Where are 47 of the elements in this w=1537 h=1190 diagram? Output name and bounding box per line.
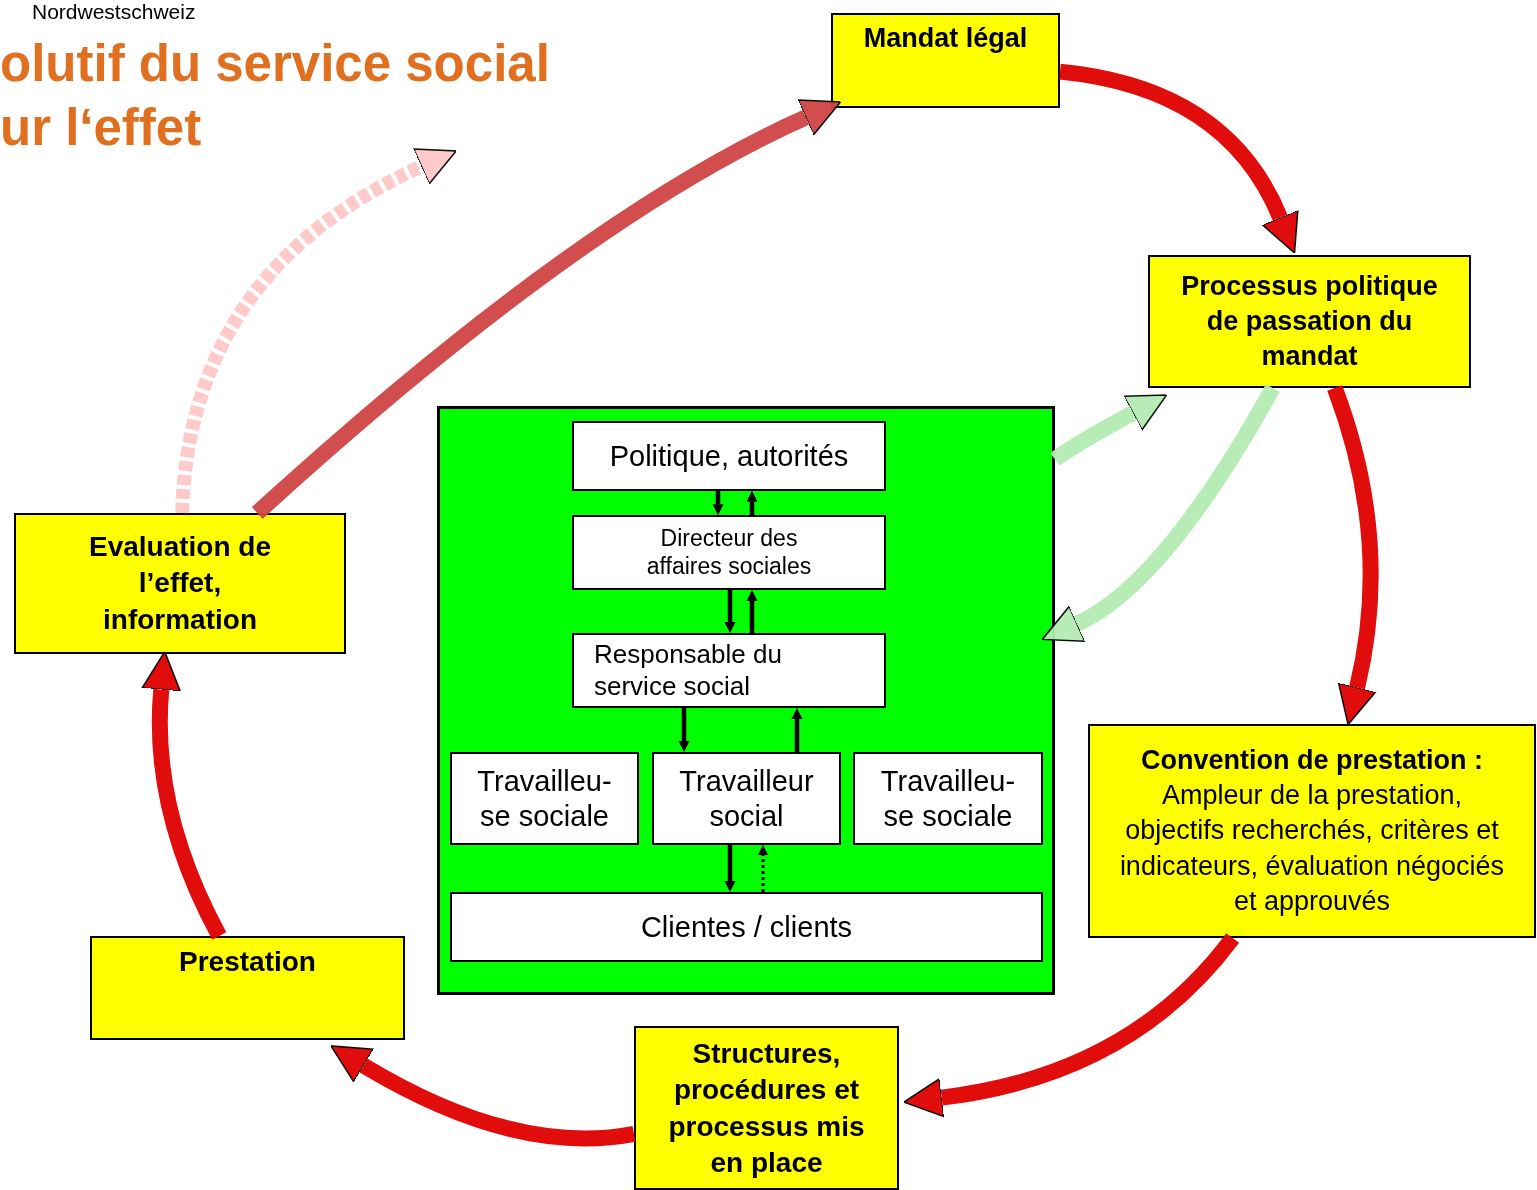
institution-name: Nordwestschweiz <box>32 0 196 24</box>
stage-heading: Convention de prestation : <box>1141 744 1483 778</box>
organization-panel <box>437 406 1055 995</box>
role-box <box>853 752 1043 845</box>
arrow <box>678 708 690 752</box>
stage-box <box>634 1026 899 1190</box>
stage-heading: Processus politique de passation du mandat <box>1180 269 1439 374</box>
role-label: Travailleu-se sociale <box>476 763 613 834</box>
curved-arrow <box>1327 385 1379 726</box>
title: olutif du service social ur l‘effet <box>0 34 551 158</box>
stage-box <box>1088 724 1536 938</box>
curved-arrow <box>329 1045 636 1147</box>
curved-arrow <box>1042 384 1280 643</box>
stage-box <box>1148 255 1471 388</box>
role-box <box>450 892 1043 962</box>
stage-heading: Prestation <box>179 945 316 979</box>
arrow <box>791 708 803 752</box>
role-label: Responsable du service social <box>593 639 783 702</box>
curved-arrow <box>1050 394 1168 466</box>
arrow <box>746 490 758 515</box>
role-box <box>572 633 886 708</box>
stage-heading: Mandat légal <box>863 22 1028 55</box>
arrow <box>724 590 736 633</box>
arrow <box>724 845 736 892</box>
role-label: Politique, autorités <box>609 438 849 474</box>
stage-description: Ampleur de la prestation, objectifs recherchés, critères et indicateurs, évaluation négociés et approuvés <box>1118 779 1506 918</box>
stage-heading: Evaluation de l’effet, information <box>87 529 272 637</box>
role-box <box>572 515 886 590</box>
stage-box <box>14 513 346 654</box>
role-box <box>572 421 886 491</box>
arrow <box>746 590 758 633</box>
stage-heading: Structures, procédures et processus mis en place <box>667 1037 866 1181</box>
role-label: Directeur des affaires sociales <box>645 524 813 581</box>
curved-arrow <box>175 148 457 514</box>
role-label: Clientes / clients <box>640 909 853 945</box>
role-box <box>450 752 639 845</box>
arrow <box>712 491 724 516</box>
curved-arrow <box>251 99 841 519</box>
curved-arrow <box>141 650 227 940</box>
curved-arrow <box>1058 63 1299 253</box>
curved-arrow <box>903 933 1239 1118</box>
role-box <box>652 752 841 845</box>
stage-box <box>90 936 405 1040</box>
role-label: Travailleu-se sociale <box>879 763 1017 834</box>
stage-box <box>831 13 1060 108</box>
arrow <box>758 845 768 892</box>
role-label: Travailleur social <box>678 763 815 834</box>
